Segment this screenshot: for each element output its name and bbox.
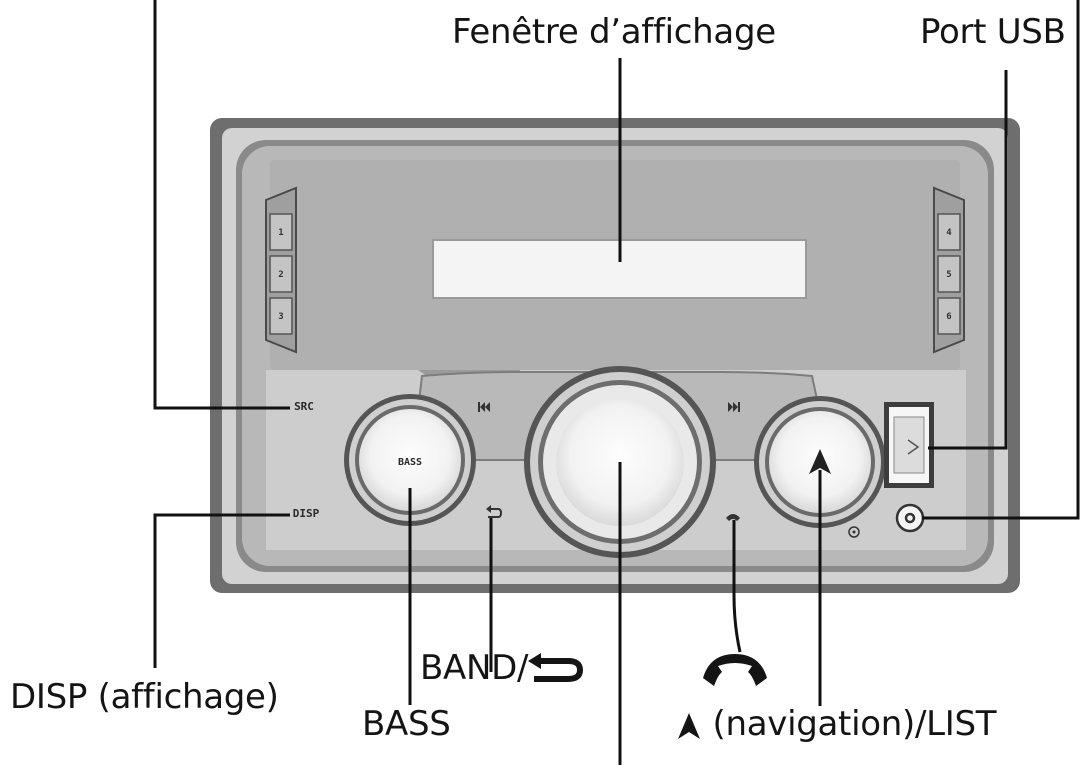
leader-lines: [153, 0, 1080, 765]
preset-buttons-right: 4 5 6: [933, 186, 965, 354]
bass-knob-label: BASS: [398, 457, 422, 468]
leader-aux: [922, 0, 1080, 520]
phone-handset-icon[interactable]: [726, 514, 740, 521]
preset-button-4[interactable]: [937, 213, 961, 251]
preset-1-label: 1: [278, 228, 283, 238]
src-button-label[interactable]: SRC: [294, 400, 314, 413]
callout-bass: BASS: [362, 704, 451, 744]
navigation-arrow-icon: [678, 712, 700, 739]
bass-knob[interactable]: BASS: [344, 394, 476, 526]
callout-navigation: (navigation)/LIST: [676, 704, 997, 744]
callout-phone-icon: [703, 654, 767, 686]
navigation-arrow-icon: [809, 449, 831, 474]
skip-next-icon[interactable]: [728, 402, 740, 412]
usb-icon: [907, 439, 920, 455]
preset-buttons-left: 1 2 3: [265, 186, 297, 354]
leader-disp: [153, 513, 290, 668]
preset-button-2[interactable]: [269, 255, 293, 293]
skip-previous-icon[interactable]: [478, 402, 490, 412]
disp-button-label[interactable]: DISP: [293, 507, 320, 520]
callout-usb-port: Port USB: [920, 12, 1066, 52]
preset-3-label: 3: [278, 312, 283, 322]
leader-src: [153, 0, 290, 410]
usb-port[interactable]: [884, 402, 934, 488]
return-arrow-icon[interactable]: [486, 505, 503, 518]
preset-6-label: 6: [946, 312, 951, 322]
callout-navigation-text: (navigation)/LIST: [712, 704, 997, 744]
preset-2-label: 2: [278, 270, 283, 280]
aux-jack-icon: [904, 512, 916, 524]
callout-band: BAND/: [420, 648, 584, 688]
callout-disp: DISP (affichage): [10, 677, 279, 717]
microphone-icon: [848, 526, 860, 538]
preset-5-label: 5: [946, 270, 951, 280]
navigation-knob[interactable]: [754, 396, 886, 528]
leader-usb: [928, 70, 1008, 450]
return-arrow-icon: [528, 652, 584, 682]
preset-4-label: 4: [946, 228, 952, 238]
callout-display-window: Fenêtre d’affichage: [452, 12, 776, 52]
aux-jack[interactable]: [895, 503, 925, 533]
leader-phone: [732, 520, 742, 653]
preset-button-1[interactable]: [269, 213, 293, 251]
preset-button-3[interactable]: [269, 297, 293, 335]
preset-button-5[interactable]: [937, 255, 961, 293]
preset-button-6[interactable]: [937, 297, 961, 335]
callout-band-text: BAND/: [420, 648, 529, 688]
